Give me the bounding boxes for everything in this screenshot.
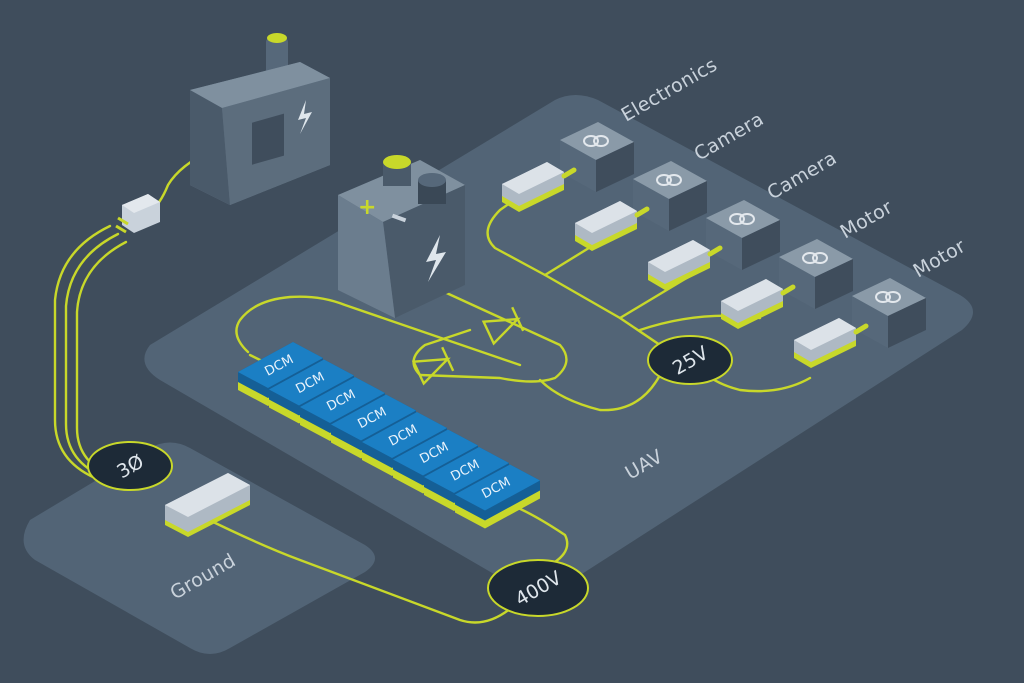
load-label: Electronics <box>618 54 722 126</box>
load-label: Camera <box>764 147 841 204</box>
load-label: Motor <box>837 196 897 243</box>
motor-icon <box>779 239 853 309</box>
diode-lower <box>411 346 455 386</box>
converter-icon <box>648 240 723 290</box>
ground-converter <box>165 473 250 537</box>
motor-icon <box>560 122 634 192</box>
dcm-module: DCM <box>393 429 478 494</box>
dcm-module: DCM <box>269 359 354 424</box>
diode-upper <box>481 306 525 346</box>
motor-icon <box>852 278 926 348</box>
load-label: Camera <box>691 108 768 165</box>
plug-icon <box>115 194 160 234</box>
ground-platform <box>23 442 375 654</box>
svg-text:+: + <box>358 195 376 220</box>
converter-icon <box>575 201 650 251</box>
converter-icon <box>502 162 577 212</box>
load-item: Camera <box>575 108 768 251</box>
dcm-module: DCM <box>300 377 385 441</box>
converter-icon <box>794 318 869 368</box>
generator-icon <box>190 33 330 205</box>
motor-icon <box>706 200 780 270</box>
battery-icon: + <box>338 155 465 318</box>
motor-icon <box>633 161 707 231</box>
dcm-module: DCM <box>455 464 540 529</box>
dcm-module: DCM <box>362 412 447 476</box>
dcm-module: DCM <box>238 342 323 406</box>
badge-three-phase: 3Ø <box>87 441 173 491</box>
badge-hv: 400V <box>487 559 589 617</box>
load-label: Motor <box>910 235 970 282</box>
converter-icon <box>721 279 796 329</box>
dcm-module: DCM <box>424 447 509 511</box>
dcm-module: DCM <box>331 394 416 459</box>
badge-lv: 25V <box>647 335 733 385</box>
